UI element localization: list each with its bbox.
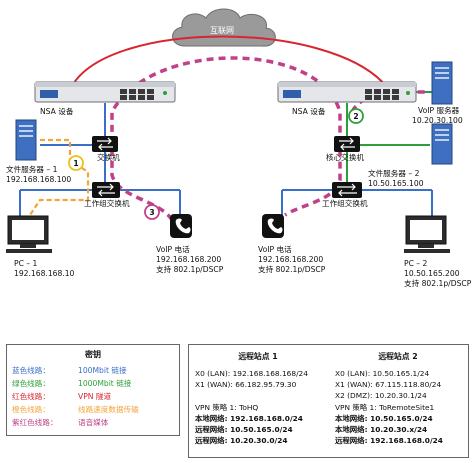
internet-cloud-icon: 互联网 xyxy=(172,8,276,47)
right-core-switch-icon xyxy=(334,136,360,152)
site2-line: VPN 策略 1: ToRemoteSite1 xyxy=(335,403,435,412)
right-voip-server-label: VoIP 服务器 xyxy=(418,105,460,115)
site1-line: X1 (WAN): 66.182.95.79.30 xyxy=(195,380,297,389)
legend-title: 密钥 xyxy=(85,350,101,359)
right-file-server-ip: 10.50.165.100 xyxy=(368,179,424,188)
left-workgroup-switch-icon xyxy=(92,182,120,198)
data-transfer-path xyxy=(27,138,90,219)
right-voip-support: 支持 802.1p/DSCP xyxy=(258,264,326,274)
right-pc-label: PC – 2 xyxy=(404,259,428,268)
legend-row-orange: 橙色线路：线路速度数据传输 xyxy=(12,405,139,414)
site2-line: 远程网络: 192.168.168.0/24 xyxy=(335,436,443,445)
left-file-server-label: 文件服务器 – 1 xyxy=(6,164,58,174)
right-file-server-icon xyxy=(431,123,453,165)
site2-line: X0 (LAN): 10.50.165.1/24 xyxy=(335,369,430,378)
left-voip-ip: 192.168.168.200 xyxy=(156,255,221,264)
legend-panel: 密钥 蓝色线路：100Mbit 链接 绿色线路：1000Mbit 链接 红色线路… xyxy=(6,344,180,436)
site1-line: X0 (LAN): 192.168.168.168/24 xyxy=(195,369,308,378)
legend-row-purple: 紫红色线路：语音媒体 xyxy=(12,418,109,427)
svg-text:1: 1 xyxy=(73,159,78,168)
left-nsa-device-icon xyxy=(34,81,176,103)
left-file-server-ip: 192.168.168.100 xyxy=(6,175,71,184)
right-voip-phone-icon xyxy=(262,214,284,238)
left-nsa-label: NSA 设备 xyxy=(40,106,74,116)
marker-1: 1 xyxy=(68,155,84,171)
remote-sites-panel: 远程站点 1 X0 (LAN): 192.168.168.168/24 X1 (… xyxy=(188,344,469,458)
left-pc-icon xyxy=(6,215,52,253)
right-file-server-label: 文件服务器 – 2 xyxy=(368,168,420,178)
legend-row-green: 绿色线路：1000Mbit 链接 xyxy=(12,379,132,388)
marker-3: 3 xyxy=(144,204,160,220)
left-voip-label: VoIP 电话 xyxy=(156,244,190,254)
left-file-server-icon xyxy=(15,119,37,161)
left-switch-label: 交换机 xyxy=(97,152,120,162)
site2-line: X2 (DMZ): 10.20.30.1/24 xyxy=(335,391,427,400)
vpn-tunnel-line xyxy=(71,35,387,87)
svg-text:2: 2 xyxy=(353,112,358,121)
right-nsa-label: NSA 设备 xyxy=(292,106,326,116)
right-voip-server-ip: 10.20.30.100 xyxy=(412,116,463,125)
svg-text:3: 3 xyxy=(149,208,154,217)
right-pc-icon xyxy=(404,215,450,253)
right-pc-support: 支持 802.1p/DSCP xyxy=(404,278,472,288)
site1-line: 远程网络: 10.20.30.0/24 xyxy=(195,436,288,445)
site1-line: VPN 策略 1: ToHQ xyxy=(195,403,259,412)
left-voip-support: 支持 802.1p/DSCP xyxy=(156,264,224,274)
left-workgroup-switch-label: 工作组交换机 xyxy=(84,198,130,208)
remote-site-2-title: 远程站点 2 xyxy=(378,352,418,361)
right-nsa-device-icon xyxy=(277,81,417,103)
marker-2: 2 xyxy=(348,108,364,124)
right-voip-server-icon xyxy=(431,61,453,105)
legend-row-blue: 蓝色线路：100Mbit 链接 xyxy=(12,366,127,375)
site2-line: 本地网络: 10.50.165.0/24 xyxy=(335,414,433,423)
site2-line: X1 (WAN): 67.115.118.80/24 xyxy=(335,380,442,389)
internet-label: 互联网 xyxy=(210,26,234,35)
left-switch-icon xyxy=(92,136,118,152)
legend-row-red: 红色线路：VPN 隧道 xyxy=(12,392,112,401)
remote-site-1-title: 远程站点 1 xyxy=(238,352,278,361)
voice-media-path xyxy=(110,56,342,222)
site1-line: 本地网络: 192.168.168.0/24 xyxy=(195,414,303,423)
site2-line: 本地网络: 10.20.30.x/24 xyxy=(335,425,428,434)
left-pc-ip: 192.168.168.10 xyxy=(14,269,75,278)
left-pc-label: PC – 1 xyxy=(14,259,38,268)
right-workgroup-switch-icon xyxy=(332,182,362,198)
right-core-switch-label: 核心交换机 xyxy=(326,152,364,162)
right-workgroup-switch-label: 工作组交换机 xyxy=(322,198,368,208)
right-voip-label: VoIP 电话 xyxy=(258,244,292,254)
site1-line: 远程网络: 10.50.165.0/24 xyxy=(195,425,293,434)
lan-links xyxy=(19,91,433,222)
topology-canvas: 互联网 NSA xyxy=(6,8,472,288)
right-pc-ip: 10.50.165.200 xyxy=(404,269,460,278)
right-voip-ip: 192.168.168.200 xyxy=(258,255,323,264)
left-voip-phone-icon xyxy=(170,214,192,238)
